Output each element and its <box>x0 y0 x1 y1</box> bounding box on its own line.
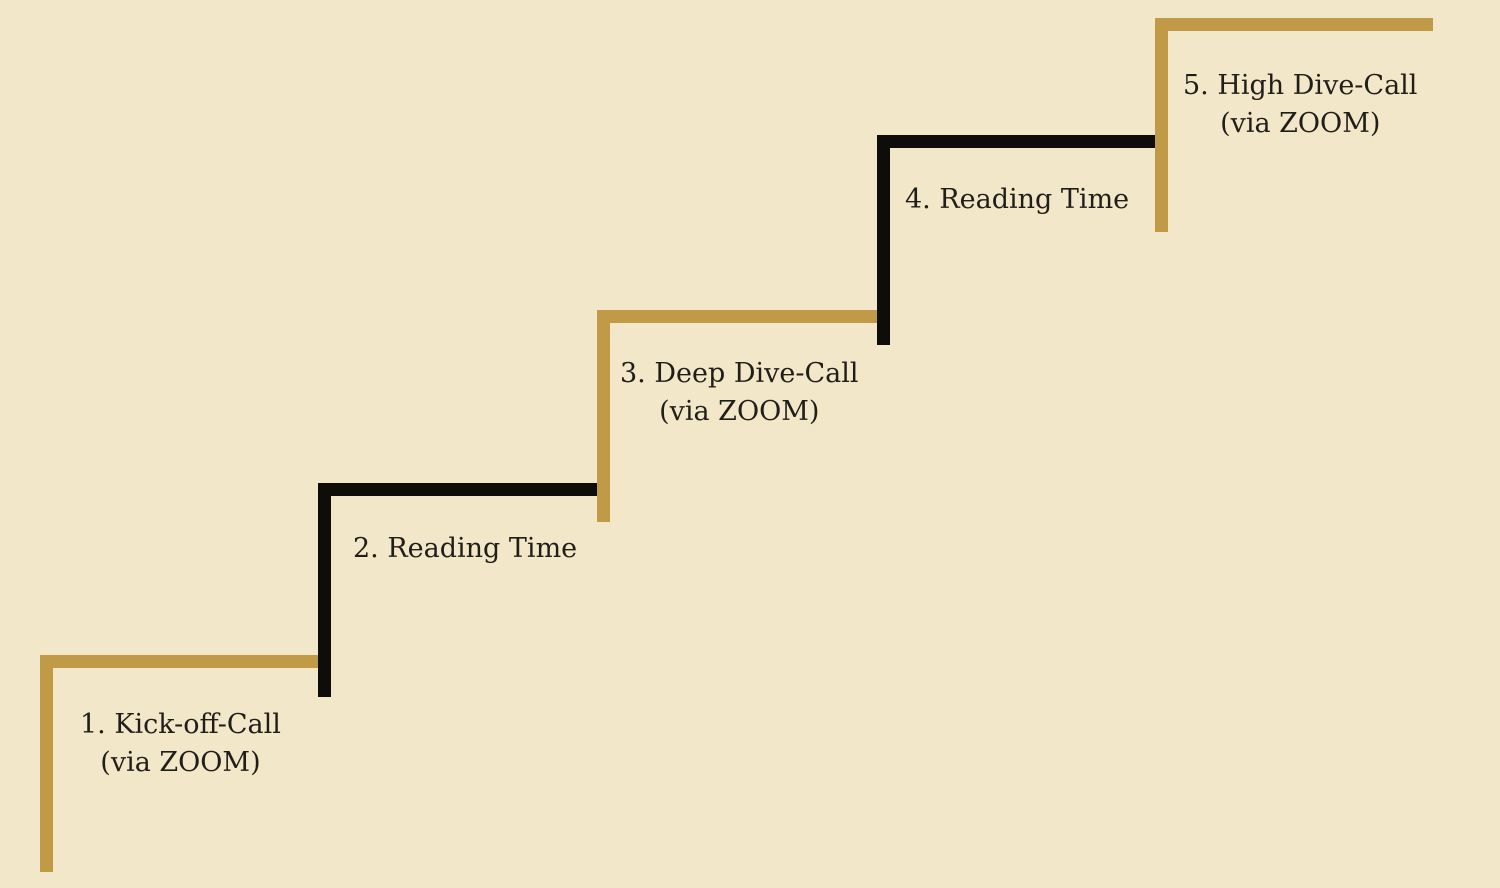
step-3-riser <box>597 310 610 522</box>
step-1-label-line-1: 1. Kick-off-Call <box>80 709 281 740</box>
step-3-label-line-2: (via ZOOM) <box>659 396 820 427</box>
step-2-label-line-1: 2. Reading Time <box>353 533 578 564</box>
step-3-label: 3. Deep Dive-Call (via ZOOM) <box>620 355 858 431</box>
step-3-label-line-1: 3. Deep Dive-Call <box>620 358 859 389</box>
step-1-tread <box>40 655 318 668</box>
step-5-tread <box>1155 18 1433 31</box>
step-4-riser <box>877 135 890 345</box>
step-3-tread <box>597 310 877 323</box>
step-4-tread <box>877 135 1155 148</box>
step-2-riser <box>318 483 331 697</box>
step-1-label: 1. Kick-off-Call (via ZOOM) <box>80 706 281 782</box>
step-1-label-line-2: (via ZOOM) <box>100 747 261 778</box>
step-5-label-line-2: (via ZOOM) <box>1220 108 1381 139</box>
step-1-riser <box>40 655 53 872</box>
step-2-tread <box>318 483 597 496</box>
step-4-label-line-1: 4. Reading Time <box>905 184 1130 215</box>
step-4-label: 4. Reading Time <box>905 181 1129 219</box>
step-2-label: 2. Reading Time <box>353 530 577 568</box>
step-5-label-line-1: 5. High Dive-Call <box>1183 70 1418 101</box>
step-5-label: 5. High Dive-Call (via ZOOM) <box>1183 67 1417 143</box>
step-5-riser <box>1155 18 1168 232</box>
